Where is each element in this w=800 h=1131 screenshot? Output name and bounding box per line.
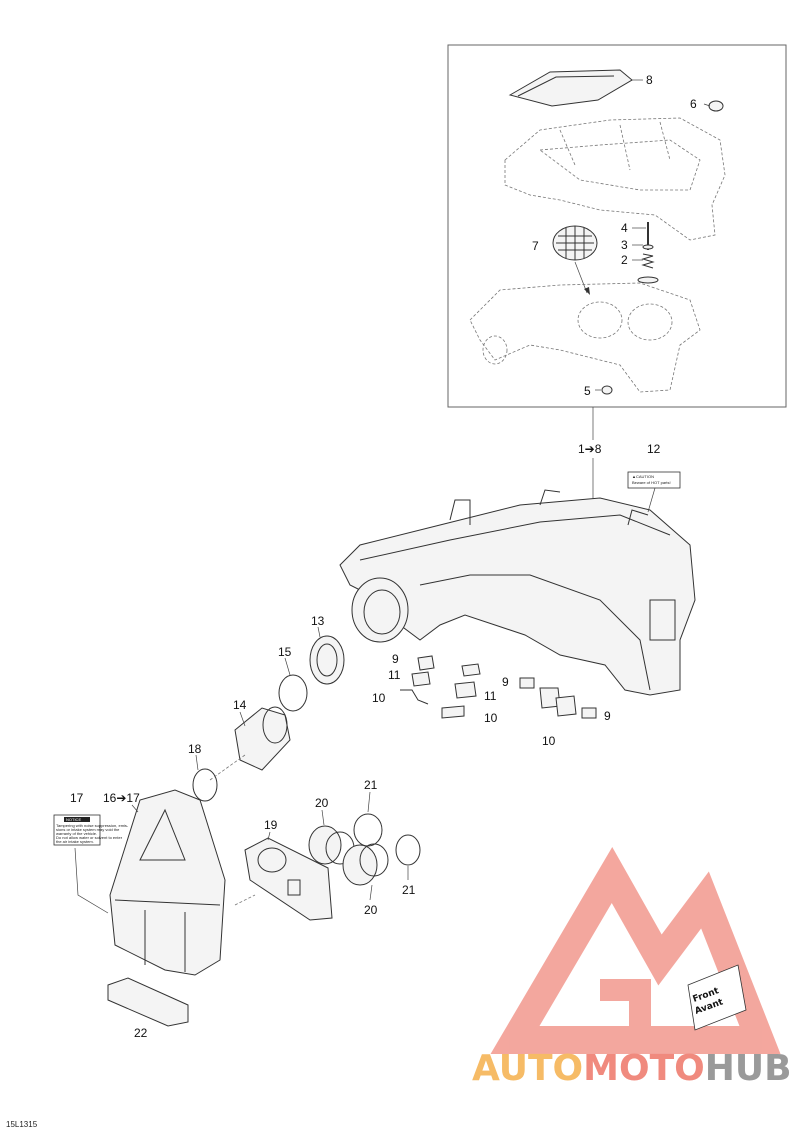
part-19-bracket [244, 837, 333, 921]
upper-housing-outline [504, 117, 726, 241]
callout-22: 22 [134, 1026, 148, 1040]
callout-10-left: 10 [372, 691, 386, 705]
inset-frame [447, 44, 787, 408]
part-8-cover [508, 69, 633, 107]
callout-15: 15 [278, 645, 292, 659]
callout-3: 3 [621, 238, 628, 252]
callout-5: 5 [584, 384, 591, 398]
callout-21-lower: 21 [402, 883, 416, 897]
callout-9-left: 9 [392, 652, 399, 666]
part-14-intake-tube [234, 706, 291, 771]
callout-20-upper: 20 [315, 796, 329, 810]
caution-title: ▲CAUTION [632, 474, 654, 479]
clip-group-right [519, 677, 597, 719]
part-5-nut [601, 385, 613, 395]
automotohub-wordmark: AUTOMOTOHUB [472, 1048, 792, 1089]
callout-10-middle: 10 [484, 711, 498, 725]
svg-text:AUTOMOTOHUB: AUTOMOTOHUB [472, 1048, 792, 1089]
callout-4: 4 [621, 221, 628, 235]
callout-1-8: 1➔8 [578, 442, 602, 456]
notice-line-5: the air intake system. [56, 839, 94, 844]
callout-11-left: 11 [388, 668, 401, 682]
lower-housing-outline [469, 282, 701, 393]
part-17-notice-label: NOTICE Tampering with noise suppression,… [53, 814, 129, 846]
part-22-seal-pad [107, 977, 189, 1027]
main-airbox [339, 489, 696, 696]
callout-12: 12 [647, 442, 661, 456]
part-6-grommet [708, 100, 724, 112]
callout-19: 19 [264, 818, 278, 832]
callout-9-middle: 9 [502, 675, 509, 689]
callout-labels: 8 6 4 3 2 7 5 1➔8 12 13 15 14 18 9 11 10… [70, 73, 697, 1040]
watermark-inner-icon [600, 979, 651, 1030]
callout-18: 18 [188, 742, 202, 756]
notice-line-2: sions or intake system may void the [56, 827, 120, 832]
clip-group-left [400, 655, 435, 705]
part-7-filter [552, 225, 598, 261]
notice-title: NOTICE [66, 817, 81, 822]
part-2-spring [641, 253, 655, 269]
callout-8: 8 [646, 73, 653, 87]
callout-21-upper: 21 [364, 778, 378, 792]
caution-text: Beware of HOT parts! [632, 480, 671, 485]
callout-17: 17 [70, 791, 84, 805]
callout-10-right: 10 [542, 734, 556, 748]
callout-13: 13 [311, 614, 325, 628]
part-13-coupler [309, 635, 345, 685]
inset-exploded-view [447, 44, 787, 408]
notice-line-4: Do not allow water or solvent to enter [56, 835, 123, 840]
callout-7: 7 [532, 239, 539, 253]
part-16-lower-airbox [109, 789, 226, 976]
front-direction-label: Front Avant [687, 964, 747, 1031]
wordmark-auto: AUTO [472, 1048, 583, 1089]
watermark-triangle-icon [490, 846, 781, 1054]
clip-group-middle [441, 663, 481, 719]
notice-line-1: Tampering with noise suppression, emis- [56, 823, 129, 828]
automotohub-watermark [490, 846, 781, 1054]
part-12-caution-label: ▲CAUTION Beware of HOT parts! [627, 471, 681, 489]
callout-11-middle: 11 [484, 689, 497, 703]
part-18-oring [192, 768, 218, 802]
part-15-ring [278, 674, 308, 712]
part-21-clamp-upper [353, 813, 383, 847]
part-21-clamp-lower [395, 834, 421, 866]
wordmark-moto: MOTO [583, 1048, 705, 1089]
callout-20-lower: 20 [364, 903, 378, 917]
callout-14: 14 [233, 698, 247, 712]
callout-2: 2 [621, 253, 628, 267]
callout-16-17: 16➔17 [103, 791, 140, 805]
wordmark-hub: HUB [705, 1048, 792, 1089]
part-3-washer [642, 244, 654, 250]
drawing-code: 15L1315 [6, 1120, 38, 1129]
callout-9-right: 9 [604, 709, 611, 723]
part-20-duct-lower [342, 843, 389, 886]
notice-line-3: warranty of the vehicle. [56, 831, 97, 836]
callout-6: 6 [690, 97, 697, 111]
